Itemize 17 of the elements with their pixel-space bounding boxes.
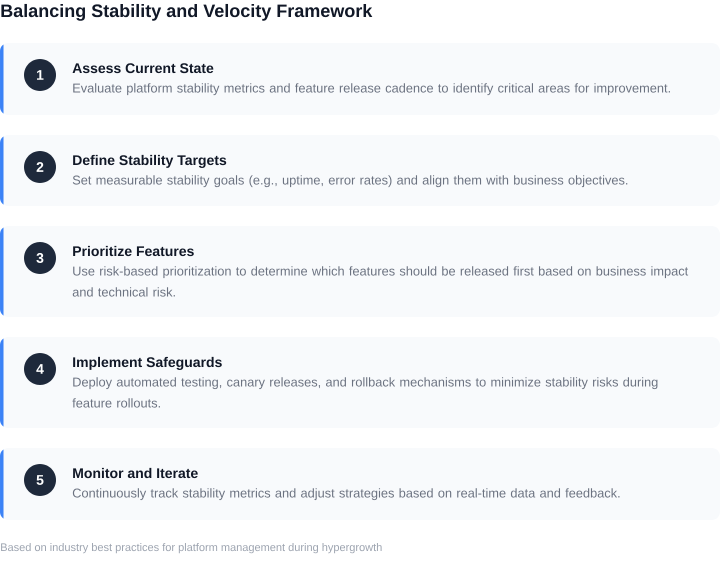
step-description: Evaluate platform stability metrics and feature release cadence to identify critical areas for improvement. xyxy=(73,83,670,96)
step-number: 2 xyxy=(24,151,56,183)
step-description: Continuously track stability metrics and adjust strategies based on real-time data and feedback. xyxy=(72,488,620,500)
step-heading: Implement Safeguards xyxy=(73,356,222,370)
step-number: 5 xyxy=(24,464,56,496)
step-description: Set measurable stability goals (e.g., uptime, error rates) and align them with business objectives. xyxy=(72,175,628,188)
step-heading: Assess Current State xyxy=(72,63,214,74)
step-number: 4 xyxy=(24,353,56,385)
step-heading: Define Stability Targets xyxy=(73,154,226,168)
step-number: 3 xyxy=(24,242,56,274)
step-description: Use risk-based prioritization to determine which features should be released first based on business impact and technical risk. xyxy=(72,266,688,297)
step-number: 1 xyxy=(24,59,56,91)
step-heading: Monitor and Iterate xyxy=(73,468,198,478)
title: Balancing Stability and Velocity Framework xyxy=(1,4,372,21)
step-heading: Prioritize Features xyxy=(73,246,194,256)
step-description: Deploy automated testing, canary releases, and rollback mechanisms to minimize stability risks during feature rollouts. xyxy=(72,377,658,408)
caption: Based on industry best practices for platform management during hypergrowth xyxy=(1,543,382,554)
